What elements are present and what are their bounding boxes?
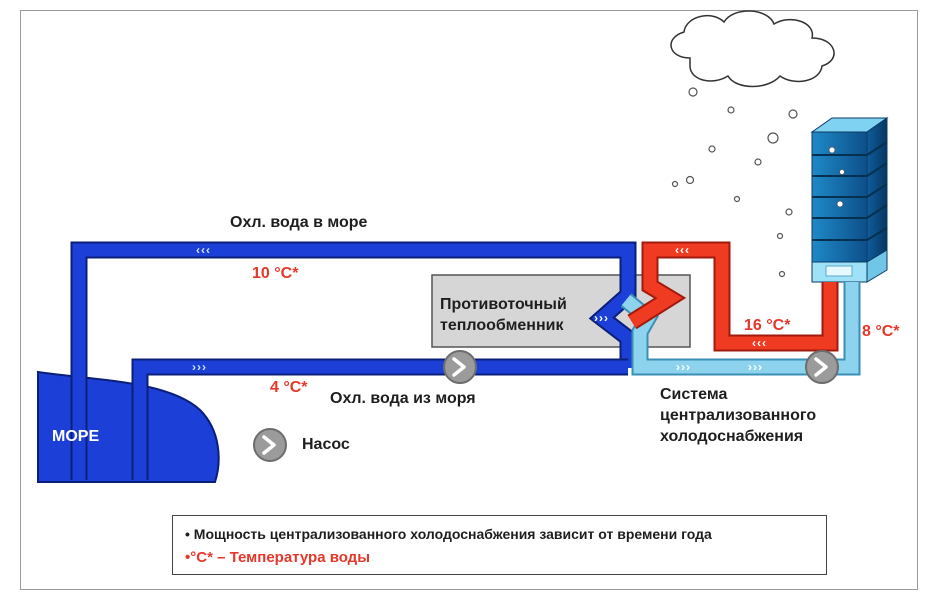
flow-arrows-cold-2: ››› — [748, 360, 763, 374]
flow-arrows-supply: ‹‹‹ — [196, 243, 211, 257]
bullet: • — [185, 526, 194, 542]
label-temp-16: 16 °C* — [744, 317, 791, 334]
label-supply-to-sea: Охл. вода в море — [230, 214, 368, 231]
label-district-line2: централизованного — [660, 407, 817, 424]
cloud-icon — [670, 10, 835, 88]
label-temp-8: 8 °C* — [862, 323, 900, 340]
label-heat-exchanger-line1: Противоточный — [440, 296, 567, 313]
snowflakes — [671, 87, 798, 278]
sea-shape — [37, 370, 220, 483]
pump-icon — [805, 350, 839, 384]
label-heat-exchanger: Противоточный теплообменник — [440, 294, 567, 336]
legend-box: • Мощность централизованного холодоснабж… — [172, 515, 827, 575]
legend-note: Мощность централизованного холодоснабжен… — [193, 526, 712, 542]
pump-icon — [253, 428, 287, 462]
flow-arrows-return: ››› — [192, 360, 207, 374]
label-temp-10: 10 °C* — [252, 265, 299, 282]
label-return-from-sea: Охл. вода из моря — [330, 390, 476, 407]
label-sea: МОРЕ — [52, 428, 100, 445]
legend-temp-note: •°C* – Температура воды — [185, 549, 371, 566]
legend-note-line: • Мощность централизованного холодоснабж… — [185, 526, 712, 542]
label-district-system: Система централизованного холодоснабжени… — [660, 384, 816, 447]
label-temp-4: 4 °C* — [270, 379, 308, 396]
building-icon — [810, 117, 889, 283]
label-district-line1: Система — [660, 386, 728, 403]
flow-arrows-exchanger-out: ››› — [594, 311, 609, 325]
flow-arrows-red-bottom: ‹‹‹ — [752, 336, 767, 350]
label-district-line3: холодоснабжения — [660, 428, 804, 445]
flow-arrows-cold-1: ››› — [676, 360, 691, 374]
pump-icon — [443, 350, 477, 384]
label-heat-exchanger-line2: теплообменник — [440, 317, 564, 334]
flow-arrows-red-top: ‹‹‹ — [675, 243, 690, 257]
label-pump: Насос — [302, 436, 350, 453]
